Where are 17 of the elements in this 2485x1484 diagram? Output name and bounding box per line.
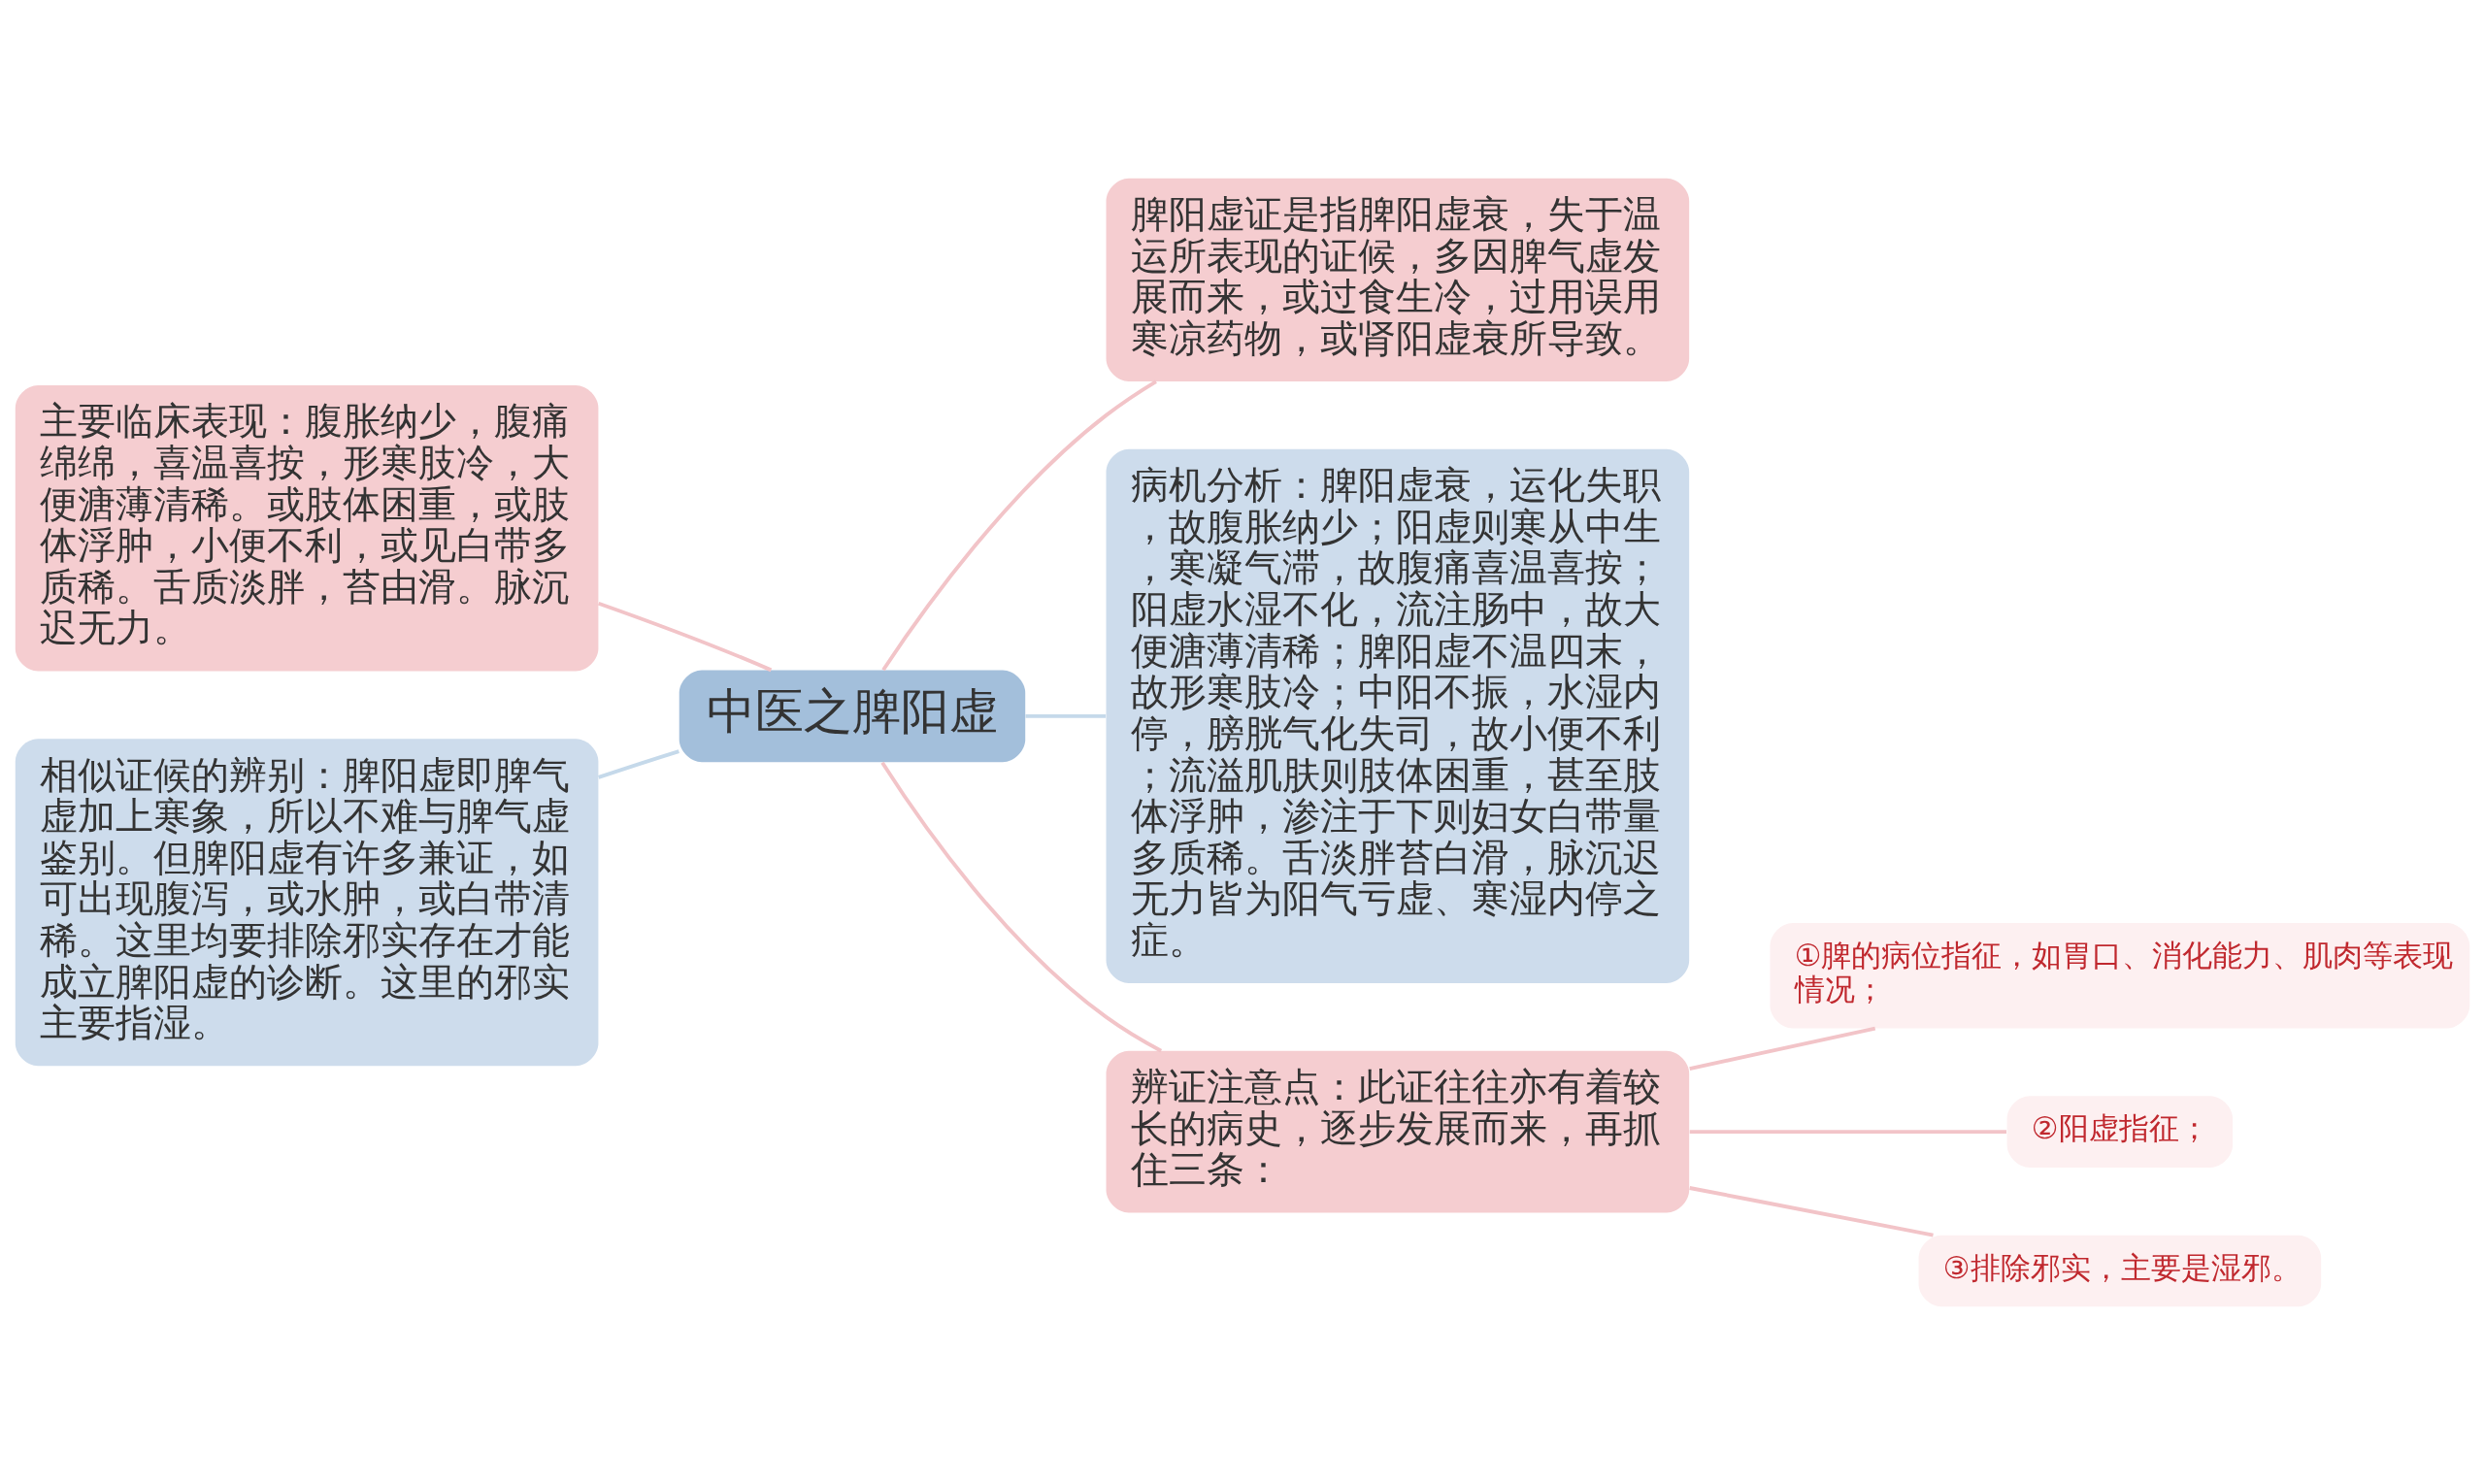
node-box: ③排除邪实，主要是湿邪。	[1918, 1235, 2322, 1306]
node-box: 相似证候的辨别：脾阳虚即脾气虚加上寒象，所以不难与脾气虚鉴别。但脾阳虚有许多兼证，如可出现腹泻，或水肿，或白带清稀。这里均要排除邪实存在才能成立脾阳虚的诊断。这里的邪实主要指湿。	[15, 738, 599, 1066]
connector	[880, 761, 1163, 1052]
node-box: 中医之脾阳虚	[679, 669, 1026, 762]
node-box: ①脾的病位指征，如胃口、消化能力、肌肉等表现情况；	[1770, 922, 2470, 1028]
node-box: 主要临床表现：腹胀纳少，腹痛绵绵，喜温喜按，形寒肢冷，大便溏薄清稀。或肢体困重，或肢体浮肿，小便不利，或见白带多质稀。舌质淡胖，苔由滑。脉沉迟无力。	[15, 384, 599, 671]
node-box: ②阳虚指征；	[2006, 1095, 2234, 1168]
connector	[598, 748, 679, 779]
node-box: 病机分析：脾阳虚衰，运化失职，故腹胀纳少；阳虚则寒从中生，寒凝气滞，故腹痛喜温喜按；阳虚水湿不化，流注肠中，故大便溏薄清稀；脾阳虚不温四末，故形寒肢冷；中阳不振，水湿内停，膀胱气化失司，故小便不利；流溢肌肤则肢体困重，甚至肢体浮肿，渗注于下则妇女白带量多质稀。舌淡胖苔白滑，脉沉迟无力皆为阳气亏虚、寒湿内停之症。	[1106, 448, 1690, 983]
connector	[1689, 1026, 1876, 1071]
connector	[1689, 1185, 1934, 1237]
connector	[1689, 1129, 2006, 1134]
node-box: 脾阳虚证是指脾阳虚衰，失于温运所表现的证候，多因脾气虚发展而来，或过食生冷，过用误用寒凉药物，或肾阳虚衰所导致。	[1106, 178, 1690, 381]
connector	[598, 601, 773, 672]
connector	[881, 379, 1157, 671]
node-box: 辨证注意点：此证往往亦有着较长的病史，逐步发展而来，再抓住三条：	[1106, 1050, 1690, 1212]
connector	[1025, 713, 1107, 718]
